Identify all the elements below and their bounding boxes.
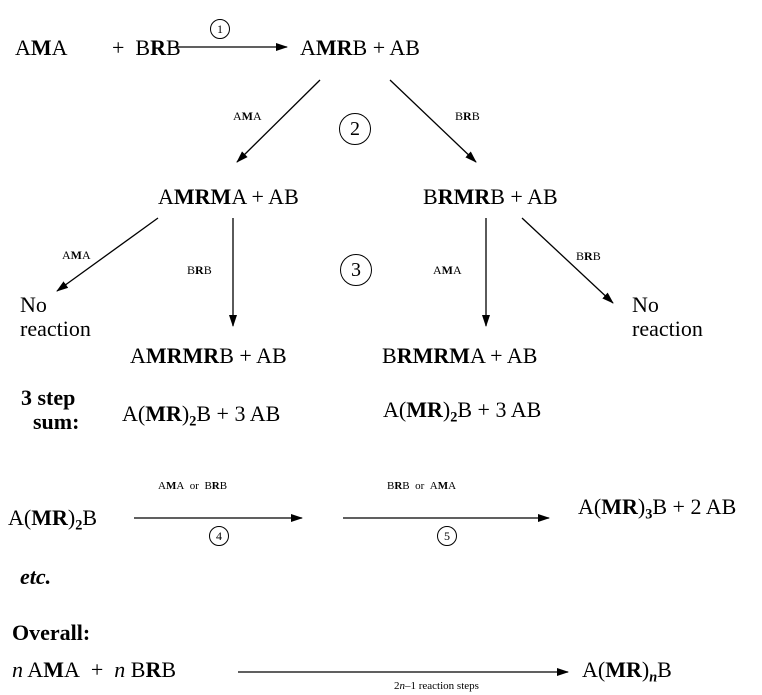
reagent-ama-step3-ll: AMA [62,248,91,262]
arrow5-label: BRB or AMA [387,480,457,492]
step-5-circle: 5 [437,526,457,546]
sum-label-line2: sum: [33,409,80,434]
sum-left: A(MR)2B + 3 AB [122,401,281,430]
step-1-circle: 1 [210,19,230,39]
no-reaction-right-line1: No [632,292,659,317]
arrow-step2-left [236,79,321,163]
reactant-brb: + BRB [112,35,181,60]
arrow-step2-right [389,79,477,163]
sum-right: A(MR)2B + 3 AB [383,397,542,426]
etc-label: etc. [20,564,52,589]
overall-label: Overall: [12,620,91,645]
chain-end: A(MR)3B + 2 AB [578,494,737,523]
reagent-ama-step2: AMA [233,109,262,123]
reagent-brb-step2: BRB [455,109,480,123]
arrow-step3-ll [56,217,159,292]
step-4-circle: 4 [209,526,229,546]
overall-product: A(MR)nB [582,657,672,686]
step-2-circle: 2 [339,113,371,145]
product-amrma: AMRMA + AB [158,184,299,209]
arrow4-label: AMA or BRB [158,480,228,492]
product-brmrma: BRMRMA + AB [382,343,538,368]
product-amrb: AMRB + AB [300,35,420,60]
reagent-brb-step3-lr: BRB [187,263,212,277]
no-reaction-right-line2: reaction [632,316,703,341]
product-amrmrb: AMRMRB + AB [130,343,287,368]
overall-steps-label: 2n–1 reaction steps [394,680,479,692]
arrow-step3-rr [521,217,614,304]
overall-left: n AMA + n BRB [12,657,177,682]
reactant-ama: AMA [15,35,68,60]
step-3-circle: 3 [340,254,372,286]
reagent-brb-step3-rr: BRB [576,249,601,263]
chain-start: A(MR)2B [8,505,98,534]
reagent-ama-step3-rl: AMA [433,263,462,277]
sum-label-line1: 3 step [21,385,76,410]
no-reaction-left-line2: reaction [20,316,91,341]
product-brmrb: BRMRB + AB [423,184,558,209]
no-reaction-left-line1: No [20,292,47,317]
